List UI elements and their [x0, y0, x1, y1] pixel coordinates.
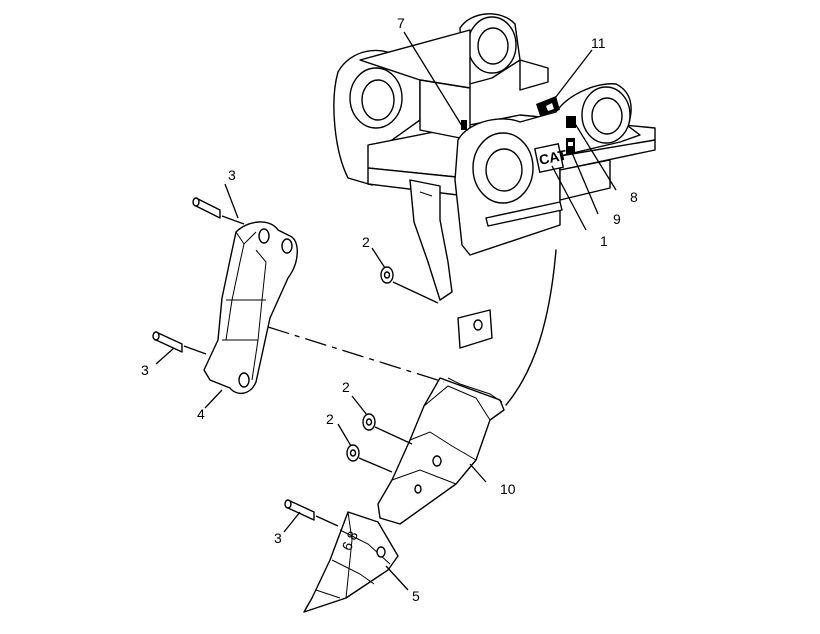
retainer-2-lower — [346, 444, 360, 462]
pin-3-middle — [152, 331, 183, 353]
adapter-nose-10 — [377, 377, 505, 525]
retainer-2-middle — [362, 413, 376, 431]
callout-leaders — [155, 31, 617, 591]
callout-7: 7 — [397, 15, 405, 31]
cat-decal — [534, 143, 564, 173]
tip-marking: 6 8 — [338, 528, 361, 553]
shank-protector-4 — [203, 221, 298, 395]
ripper-tip-5: 6 8 — [303, 511, 399, 613]
cat-logo-text: CAT — [538, 146, 569, 168]
decal-7 — [461, 120, 467, 130]
callout-9: 9 — [613, 211, 621, 227]
callout-1: 1 — [600, 233, 608, 249]
decal-8 — [566, 116, 576, 128]
pin-3-upper — [192, 197, 221, 219]
callout-11: 11 — [591, 35, 606, 51]
callout-3-lower: 3 — [274, 530, 282, 546]
pin-3-lower — [284, 499, 315, 521]
callout-labels: 7 11 8 9 1 3 2 3 4 2 2 10 3 5 — [141, 15, 638, 604]
callout-5: 5 — [412, 588, 420, 604]
retainer-2-upper — [380, 266, 394, 284]
callout-10: 10 — [500, 481, 516, 497]
callout-2-lower: 2 — [326, 411, 334, 427]
callout-4: 4 — [197, 406, 205, 422]
callout-8: 8 — [630, 189, 638, 205]
wear-plate — [457, 309, 493, 349]
assembly-lines — [183, 215, 445, 527]
callout-3-upper: 3 — [228, 167, 236, 183]
callout-2-middle: 2 — [342, 379, 350, 395]
callout-3-middle: 3 — [141, 362, 149, 378]
ripper-shank-outline — [505, 249, 557, 406]
ripper-mounting-bracket: CAT — [333, 13, 656, 301]
callout-2-upper: 2 — [362, 234, 370, 250]
